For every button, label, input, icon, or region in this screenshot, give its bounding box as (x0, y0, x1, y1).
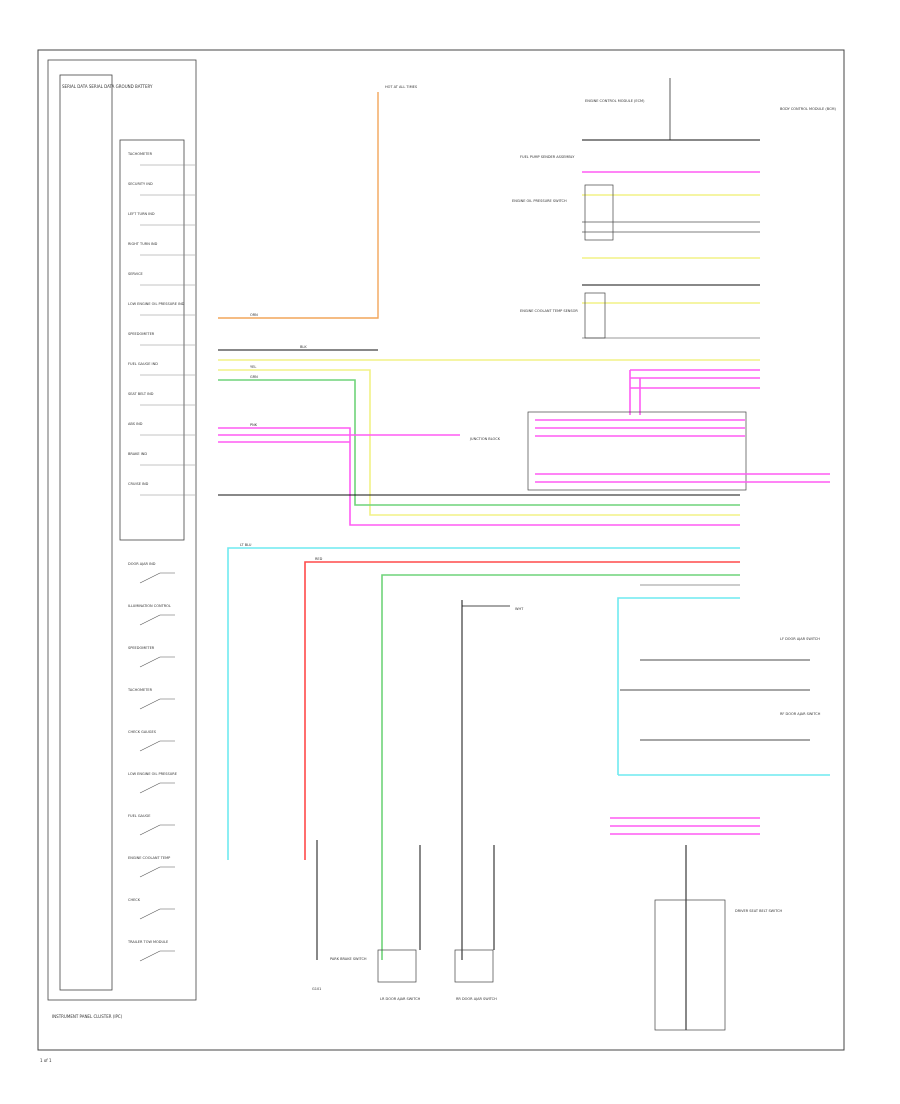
wire-label-red: RED (315, 557, 323, 561)
cluster-input-label: BRAKE IND (128, 452, 147, 456)
cluster-header: SERIAL DATA SERIAL DATA GROUND BATTERY (62, 84, 153, 89)
cluster-input-label: TACHOMETER (127, 152, 153, 156)
cluster-lower-switch (139, 950, 175, 962)
cluster-lower-switch (139, 698, 175, 710)
seatbelt-label: DRIVER SEAT BELT SWITCH (735, 909, 783, 913)
cluster-lower-label: CHECK GAUGES (128, 730, 157, 734)
right-door-modules: LF DOOR AJAR SWITCH RF DOOR AJAR SWITCH (620, 637, 821, 741)
wire-label-black: BLK (300, 345, 307, 349)
cluster-lower-label: FUEL GAUGE (128, 814, 150, 818)
wire-label-white: WHT (515, 607, 524, 611)
cluster-lower-label: TRAILER TOW MODULE (127, 940, 168, 944)
cluster-lower-label: LOW ENGINE OIL PRESSURE (128, 772, 177, 776)
bottom-switches: LR DOOR AJAR SWITCH RR DOOR AJAR SWITCH … (312, 840, 497, 1001)
cluster-lower-label: TACHOMETER (127, 688, 153, 692)
diagram-border (37, 49, 845, 1051)
cluster-lower-label: ENGINE COOLANT TEMP (128, 856, 170, 860)
wire-label-orange: ORN (250, 313, 258, 317)
cluster-lower-items: DOOR AJAR IND ILLUMINATION CONTROL SPEEDOM… (127, 562, 177, 962)
cluster-lower-switch (139, 656, 175, 668)
cluster-input-label: ABS IND (128, 422, 143, 426)
cluster-input-label: SECURITY IND (128, 182, 153, 186)
cluster-input-label: FUEL GAUGE IND (128, 362, 158, 366)
wire-label-yellow: YEL (250, 365, 256, 369)
ecm-block: BODY CONTROL MODULE (BCM) ENGINE CONTROL… (512, 78, 837, 339)
cluster-inputs: TACHOMETER SECURITY IND LEFT TURN IND RIGHT… (127, 152, 195, 496)
cluster-lower-label: DOOR AJAR IND (128, 562, 156, 566)
cluster-lower-switch (139, 782, 175, 794)
ground-label: G101 (312, 987, 321, 991)
ipc-signal-wires: BLK YEL GRN PNK JUNCTION BLOCK (218, 345, 760, 526)
lr-door-label: LR DOOR AJAR SWITCH (380, 997, 421, 1001)
instrument-panel-cluster: SERIAL DATA SERIAL DATA GROUND BATTERY I… (40, 59, 197, 1063)
fuel-pump-label: FUEL PUMP SENDER ASSEMBLY (520, 155, 575, 159)
coolant-label: ENGINE COOLANT TEMP SENSOR (520, 309, 578, 313)
cluster-name: INSTRUMENT PANEL CLUSTER (IPC) (52, 1014, 123, 1019)
cluster-input-label: LOW ENGINE OIL PRESSURE IND (128, 302, 185, 306)
cluster-lower-switch (139, 908, 175, 920)
page-label: 1 of 1 (40, 1058, 52, 1063)
wire-label-pink: PNK (250, 423, 258, 427)
fuse-label: HOT AT ALL TIMES (385, 85, 418, 89)
wire-label-cyan: LT BLU (240, 543, 252, 547)
cluster-lower-switch (139, 572, 175, 584)
cluster-input-label: SERVICE (128, 272, 143, 276)
oil-switch-label: ENGINE OIL PRESSURE SWITCH (512, 199, 567, 203)
cluster-input-label: SPEEDOMETER (128, 332, 155, 336)
orange-wire: ORN HOT AT ALL TIMES (218, 85, 418, 319)
cluster-lower-switch (139, 614, 175, 626)
cluster-lower-label: SPEEDOMETER (128, 646, 155, 650)
cluster-lower-switch (139, 866, 175, 878)
cluster-input-label: SEAT BELT IND (128, 392, 154, 396)
cluster-input-label: LEFT TURN IND (128, 212, 155, 216)
rr-door-label: RR DOOR AJAR SWITCH (456, 997, 497, 1001)
lf-door-label: LF DOOR AJAR SWITCH (780, 637, 820, 641)
cluster-lower-switch (139, 824, 175, 836)
cluster-input-label: RIGHT TURN IND (128, 242, 158, 246)
rf-door-label: RF DOOR AJAR SWITCH (780, 712, 821, 716)
cluster-input-label: CRUISE IND (128, 482, 149, 486)
serial-data-bus (527, 369, 830, 491)
brake-label: PARK BRAKE SWITCH (330, 957, 367, 961)
switch-wires: LT BLU RED WHT (227, 543, 830, 960)
wire-label-green: GRN (250, 375, 258, 379)
cluster-lower-switch (139, 740, 175, 752)
bcm-label: BODY CONTROL MODULE (BCM) (780, 107, 837, 111)
cluster-lower-label: CHECK (128, 898, 141, 902)
ecm-label: ENGINE CONTROL MODULE (ECM) (585, 99, 645, 103)
bottom-right-block: DRIVER SEAT BELT SWITCH (610, 817, 783, 1031)
junction-label: JUNCTION BLOCK (469, 437, 501, 441)
cluster-lower-label: ILLUMINATION CONTROL (128, 604, 171, 608)
